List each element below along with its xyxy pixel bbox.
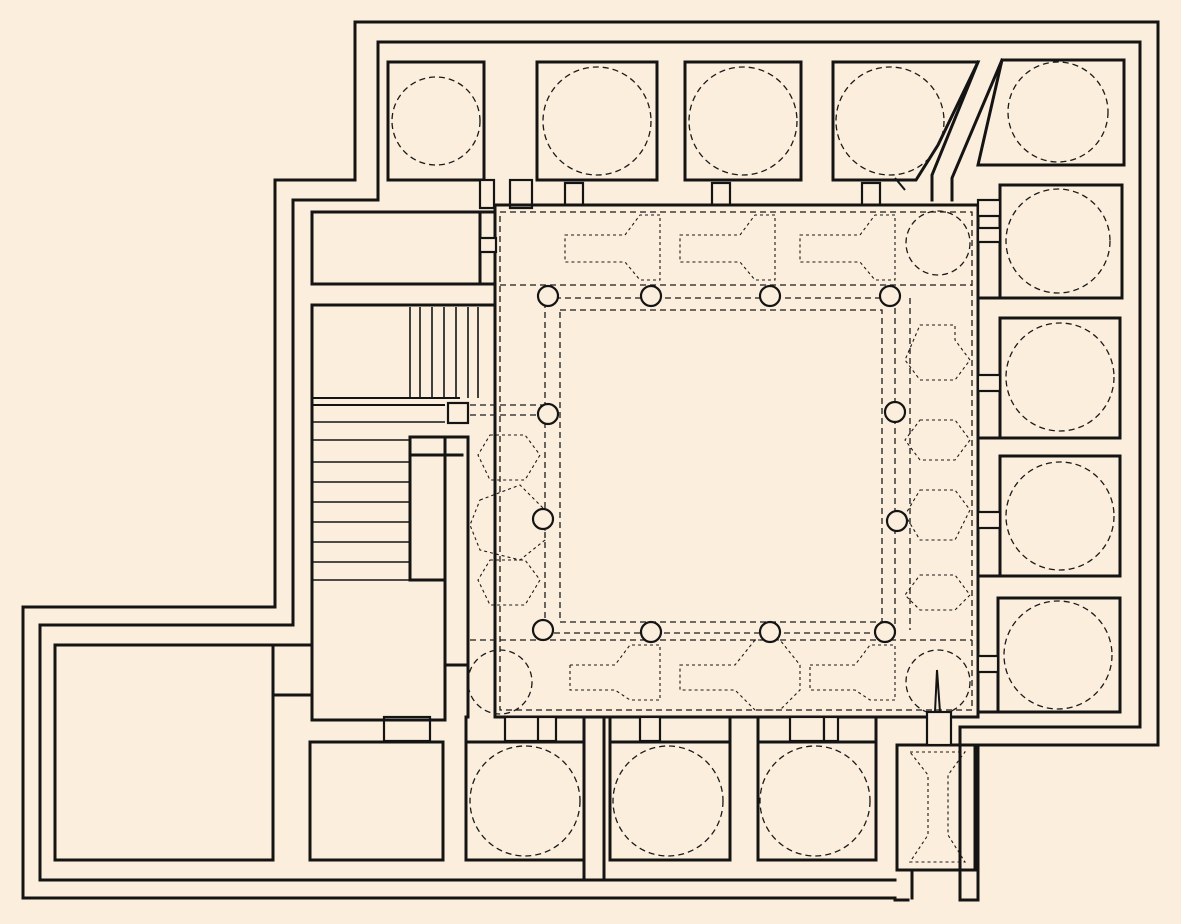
north-cell xyxy=(683,60,803,182)
south-cell xyxy=(756,740,878,862)
south-west-rooms xyxy=(53,643,445,862)
column xyxy=(536,284,560,308)
large-hall xyxy=(53,643,275,862)
storeroom xyxy=(310,210,482,286)
column xyxy=(758,284,782,308)
north-doors xyxy=(478,178,882,210)
east-cell xyxy=(996,596,1122,714)
dome-outline xyxy=(1003,600,1113,710)
north-cell xyxy=(976,58,1126,167)
north-cell xyxy=(831,60,981,182)
column xyxy=(639,284,663,308)
column xyxy=(873,620,897,644)
dome-outline xyxy=(1007,61,1109,163)
courtyard-edge xyxy=(544,297,896,634)
entrance-vestibule xyxy=(895,669,977,900)
east-cell xyxy=(998,183,1124,300)
arcade-outline xyxy=(493,203,980,719)
column xyxy=(885,509,909,533)
east-cell xyxy=(998,454,1122,578)
arcade-vaults-west xyxy=(469,404,546,606)
east-cell xyxy=(998,316,1122,440)
north-cell xyxy=(386,60,486,182)
dome-outline xyxy=(1005,188,1111,294)
south-west-room xyxy=(308,740,445,862)
dome-outline xyxy=(391,76,481,166)
column xyxy=(531,507,555,531)
west-wing xyxy=(310,203,498,722)
arcade-vaults-east xyxy=(904,298,971,630)
dome-outline xyxy=(759,745,871,857)
dome-outline xyxy=(612,745,724,857)
dome-outline xyxy=(542,66,652,176)
arcade-vaults-south xyxy=(467,639,972,715)
south-cell xyxy=(464,740,586,862)
courtyard-columns xyxy=(531,284,909,644)
vestibule-room xyxy=(895,743,977,872)
column xyxy=(531,618,555,642)
south-cell xyxy=(608,740,732,862)
column xyxy=(758,620,782,644)
dome-outline xyxy=(835,66,945,176)
arcade-vaults-north xyxy=(500,210,972,286)
dome-outline xyxy=(688,66,798,176)
column xyxy=(536,402,560,426)
column xyxy=(639,620,663,644)
north-cells xyxy=(386,58,1126,202)
north-cell xyxy=(535,60,659,182)
outer-wall xyxy=(21,20,1160,902)
column xyxy=(883,400,907,424)
dome-outline xyxy=(469,745,581,857)
east-doors xyxy=(976,198,1002,674)
dome-outline xyxy=(1005,461,1115,571)
east-cells xyxy=(976,183,1124,714)
column xyxy=(878,284,902,308)
dome-outline xyxy=(1005,322,1115,432)
